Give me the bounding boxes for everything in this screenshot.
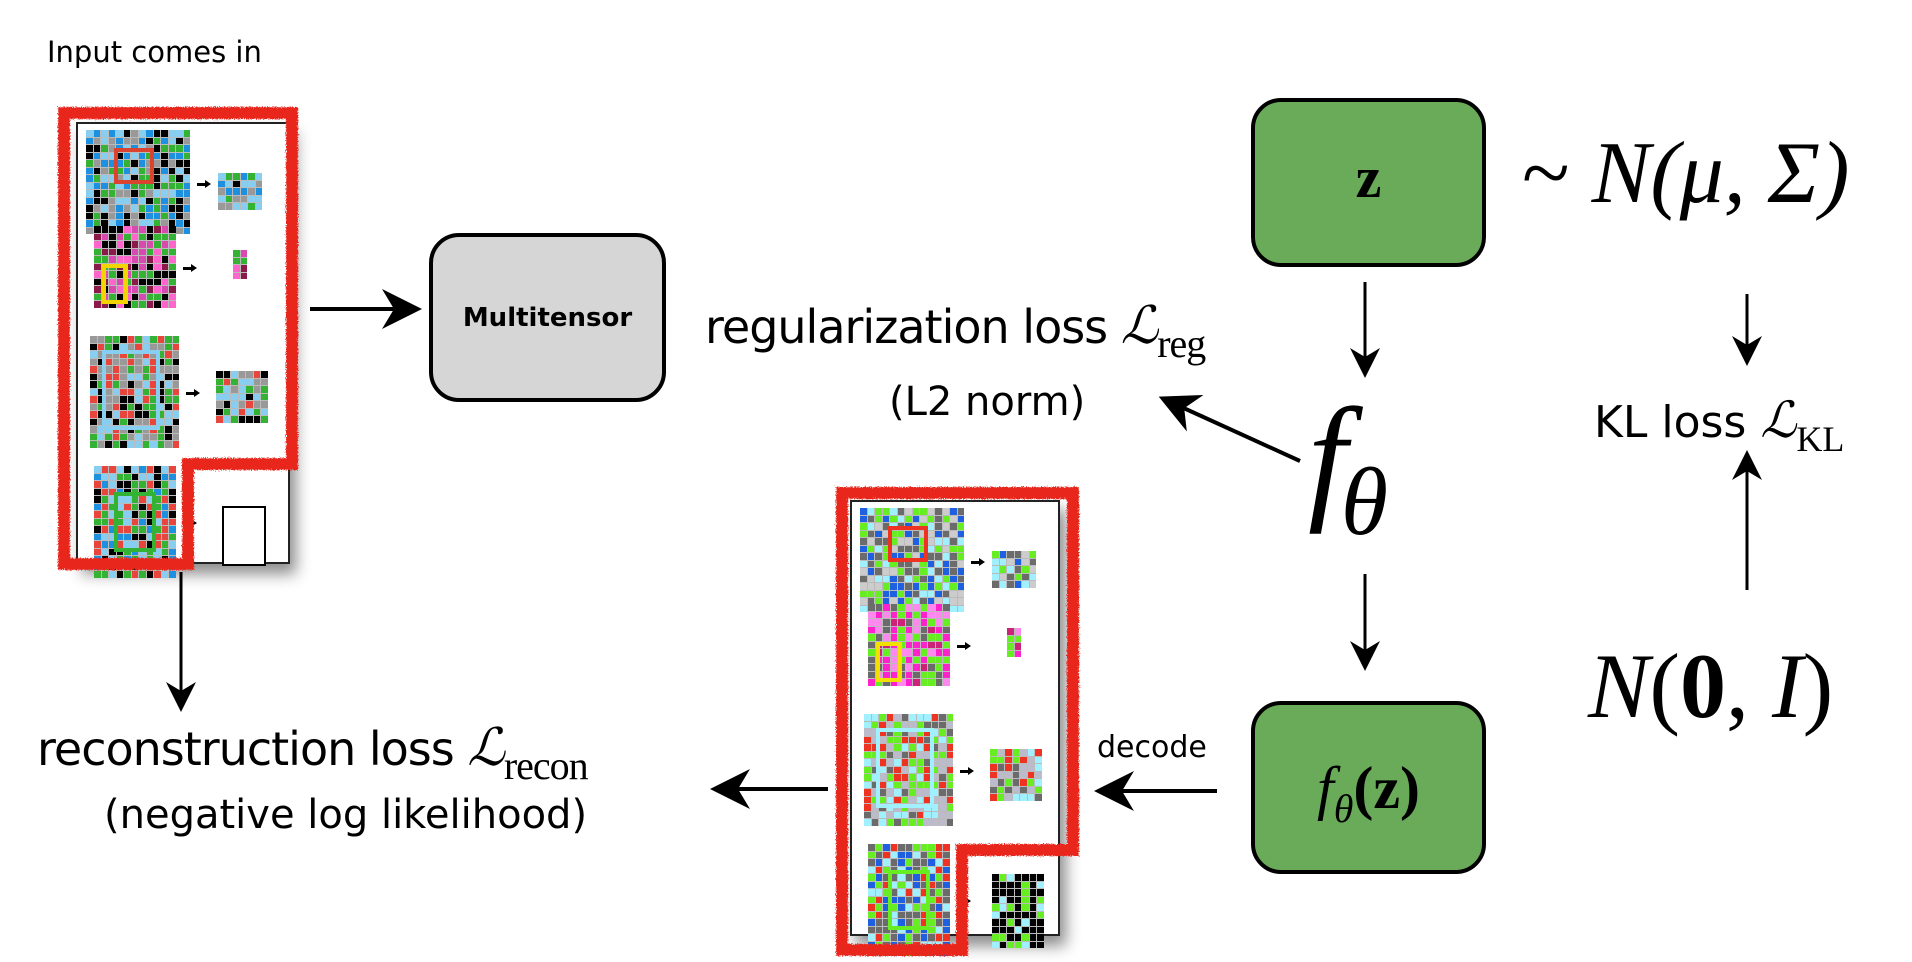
example-arrow-icon <box>182 519 197 528</box>
example-3-input-grid-highlight-box <box>102 350 160 430</box>
example-arrow-icon <box>956 642 971 651</box>
input-label: Input comes in <box>47 35 262 69</box>
prior-close: ) <box>1802 635 1834 737</box>
reconstruction-loss: reconstruction loss ℒrecon <box>37 722 589 786</box>
example-2-output-grid <box>233 250 247 279</box>
decode-label: decode <box>1097 730 1207 765</box>
example-arrow-icon <box>197 179 211 188</box>
example-3-input-grid-highlight-box <box>876 728 934 808</box>
loss-symbol: ℒ <box>1120 296 1158 356</box>
prior-distribution: N(0, I) <box>1588 640 1833 732</box>
reconstruction-text: reconstruction loss <box>37 722 468 776</box>
regularization-text: regularization loss <box>705 300 1121 354</box>
regularization-note: (L2 norm) <box>889 379 1086 425</box>
decoded-arg: (z) <box>1353 754 1420 821</box>
example-2-input-grid-highlight-box <box>102 264 128 304</box>
prior-sep: , <box>1726 635 1773 737</box>
arrow-ftheta-to-reg <box>1158 395 1301 463</box>
latent-z-box: z <box>1251 98 1486 267</box>
decoder-f-theta: fθ <box>1308 388 1388 550</box>
example-1-output-grid <box>992 551 1036 588</box>
f-symbol: f <box>1308 380 1347 535</box>
example-2-output-grid <box>1007 628 1021 657</box>
prior-open: ( <box>1649 635 1681 737</box>
example-arrow-icon <box>956 897 971 906</box>
prior-zero: 0 <box>1680 635 1727 737</box>
latent-distribution: ~ N(μ, Σ) <box>1522 130 1849 218</box>
example-1-input-grid-highlight-box <box>114 148 154 184</box>
multitensor-label: Multitensor <box>462 302 633 333</box>
latent-z-label: z <box>1355 144 1382 210</box>
kl-text: KL loss <box>1594 397 1761 448</box>
loss-symbol: ℒ <box>467 718 504 778</box>
regularization-loss: regularization loss ℒreg <box>705 300 1206 364</box>
example-2-input-grid-highlight-box <box>876 642 902 682</box>
dist-args: (μ, Σ) <box>1650 125 1850 222</box>
example-1-output-grid <box>218 173 262 210</box>
decoded-theta: θ <box>1333 785 1354 831</box>
theta-sub: θ <box>1340 448 1389 555</box>
test-output-prediction-grid <box>992 874 1044 948</box>
example-arrow-icon <box>960 767 974 776</box>
kl-loss: KL loss ℒKL <box>1594 395 1844 457</box>
recon-subscript: recon <box>503 743 589 789</box>
test-output-empty-box <box>222 506 266 566</box>
prior-I: I <box>1772 635 1803 737</box>
example-4-input-grid-highlight-box <box>114 492 156 552</box>
normal-N: N <box>1591 125 1651 222</box>
example-4-input-grid-highlight-box <box>888 870 930 930</box>
reconstruction-note: (negative log likelihood) <box>104 792 588 838</box>
prior-N: N <box>1588 635 1650 737</box>
example-3-output-grid <box>990 749 1042 801</box>
example-1-input-grid-highlight-box <box>888 526 928 562</box>
kl-subscript: KL <box>1796 418 1845 459</box>
tilde: ~ <box>1522 125 1592 222</box>
loss-symbol: ℒ <box>1760 391 1797 449</box>
decoded-box: fθ(z) <box>1251 701 1486 874</box>
decoded-label: fθ(z) <box>1317 754 1420 829</box>
example-arrow-icon <box>186 389 200 398</box>
reg-subscript: reg <box>1157 321 1206 367</box>
example-arrow-icon <box>182 264 197 273</box>
decoded-f: f <box>1317 754 1334 821</box>
multitensor-box: Multitensor <box>429 233 666 402</box>
example-3-output-grid <box>216 371 268 423</box>
example-arrow-icon <box>971 557 985 566</box>
